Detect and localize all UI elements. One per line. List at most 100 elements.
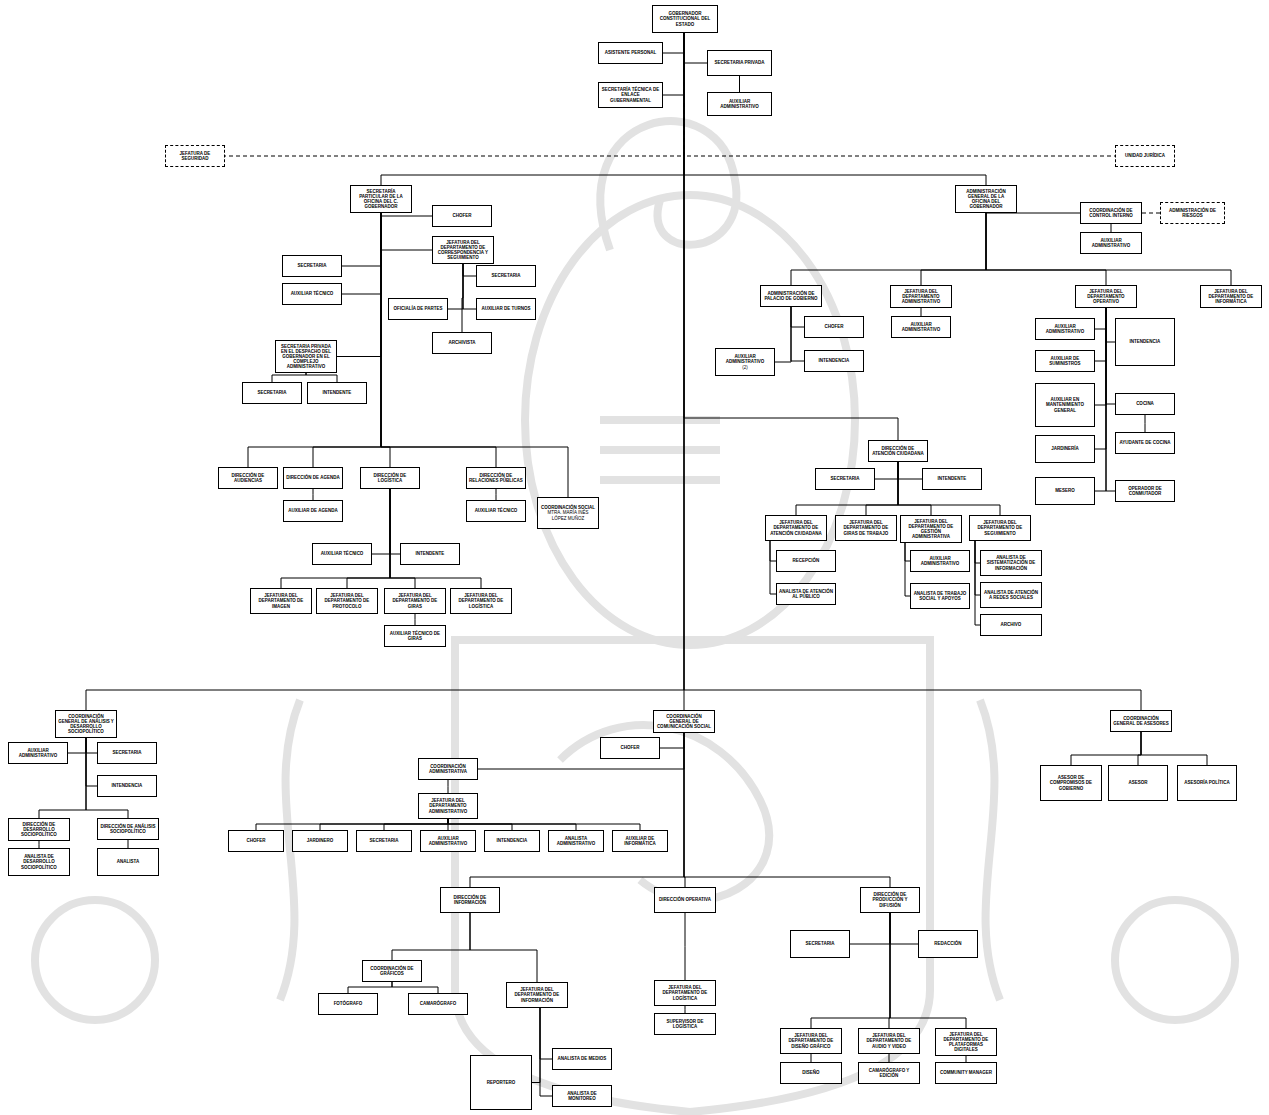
connector xyxy=(1071,732,1141,765)
box-label: GOBERNADOR CONSTITUCIONAL DEL ESTADO xyxy=(655,11,715,27)
connector xyxy=(470,913,537,982)
box-label: COORDINACIÓN DE CONTROL INTERNO xyxy=(1083,208,1139,218)
org-box: CAMARÓGRAFO Y EDICIÓN xyxy=(858,1062,920,1084)
connector xyxy=(532,1008,540,1083)
org-box: JEFATURA DEL DEPARTAMENTO DE CORRESPONDE… xyxy=(432,236,494,264)
org-box: AUXILIAR ADMINISTRATIVO xyxy=(1035,318,1095,340)
org-box: AUXILIAR ADMINISTRATIVO xyxy=(1080,232,1142,254)
org-box: ADMINISTRACIÓN GENERAL DE LA OFICINA DEL… xyxy=(955,185,1017,213)
box-label: DIRECCIÓN DE RELACIONES PÚBLICAS xyxy=(469,473,523,483)
connector xyxy=(347,489,390,588)
box-label: SECRETARIA xyxy=(258,390,287,395)
org-box: SECRETARIA xyxy=(242,382,302,404)
org-box: INTENDENTE xyxy=(307,382,367,404)
connector xyxy=(1095,308,1106,449)
box-label: AUXILIAR DE TURNOS xyxy=(481,306,530,311)
org-box: AUXILIAR TÉCNICO xyxy=(466,500,526,522)
connector xyxy=(348,982,392,993)
org-box: COCINA xyxy=(1115,393,1175,415)
connector xyxy=(850,913,890,944)
connector xyxy=(540,1008,552,1059)
connector xyxy=(1095,308,1106,405)
org-box: JEFATURA DEL DEPARTAMENTO DE GIRAS DE TR… xyxy=(835,515,897,541)
box-label: ANALISTA DE ATENCIÓN A REDES SOCIALES xyxy=(983,590,1039,600)
org-box: SUPERVISOR DE LOGÍSTICA xyxy=(654,1013,716,1035)
connector xyxy=(921,308,922,316)
org-box: JEFATURA DEL DEPARTAMENTO DE LOGÍSTICA xyxy=(654,980,716,1006)
org-box: AUXILIAR TÉCNICO xyxy=(312,543,372,565)
org-box: COORDINACIÓN GENERAL DE ANÁLISIS Y DESAR… xyxy=(55,710,117,738)
org-box: SECRETARIA xyxy=(815,468,875,490)
connector xyxy=(685,1006,686,1013)
connector xyxy=(272,373,306,382)
org-box: ASESORÍA POLÍTICA xyxy=(1177,765,1237,801)
org-box: ANALISTA DE ATENCIÓN A REDES SOCIALES xyxy=(980,582,1042,608)
org-box: COORDINACIÓN GENERAL DE COMUNICACIÓN SOC… xyxy=(653,710,715,733)
box-note: (2) xyxy=(742,365,748,370)
org-box: UNIDAD JURÍDICA xyxy=(1115,145,1175,167)
org-box: JEFATURA DE SEGURIDAD xyxy=(165,145,225,167)
org-box: INTENDENCIA xyxy=(804,350,864,372)
org-box: JEFATURA DEL DEPARTAMENTO DE GESTIÓN ADM… xyxy=(900,515,962,543)
org-box: ASISTENTE PERSONAL xyxy=(598,42,663,64)
org-box: DIRECCIÓN DE RELACIONES PÚBLICAS xyxy=(466,467,526,489)
box-label: OPERADOR DE CONMUTADOR xyxy=(1118,486,1172,496)
connector xyxy=(1095,308,1106,491)
org-box: JEFATURA DEL DEPARTAMENTO DE INFORMACIÓN xyxy=(506,982,568,1008)
org-box: COMMUNITY MANAGER xyxy=(935,1062,997,1084)
box-label: DIRECCIÓN DE AGENDA xyxy=(286,475,339,480)
box-label: AUXILIAR ADMINISTRATIVO xyxy=(1038,324,1092,334)
box-label: DIRECCIÓN DE LOGÍSTICA xyxy=(363,473,417,483)
org-box: JEFATURA DEL DEPARTAMENTO DE IMAGEN xyxy=(250,588,312,614)
org-box: JEFATURA DEL DEPARTAMENTO DE SEGUIMIENTO xyxy=(969,515,1031,541)
org-box: AUXILIAR TÉCNICO DE GIRAS xyxy=(384,625,446,647)
connector xyxy=(1106,308,1115,491)
org-box: JEFATURA DEL DEPARTAMENTO OPERATIVO xyxy=(1075,285,1137,308)
box-label: ANALISTA DE TRABAJO SOCIAL Y APOYOS xyxy=(913,591,967,601)
connector xyxy=(684,33,707,63)
org-box: INTENDENCIA xyxy=(97,775,157,797)
org-box: SECRETARIA PRIVADA xyxy=(707,50,772,76)
box-label: DIRECCIÓN DE AUDIENCIAS xyxy=(221,473,275,483)
connector xyxy=(898,462,922,479)
org-box: JEFATURA DEL DEPARTAMENTO DE PLATAFORMAS… xyxy=(935,1028,997,1056)
box-label: AUXILIAR ADMINISTRATIVO xyxy=(1083,238,1139,248)
org-box: COORDINACIÓN DE GRÁFICOS xyxy=(362,960,422,982)
org-box: JEFATURA DEL DEPARTAMENTO DE DISEÑO GRÁF… xyxy=(780,1028,842,1054)
org-box: MESERO xyxy=(1035,477,1095,505)
org-box: ANALISTA DE MEDIOS xyxy=(552,1048,612,1070)
box-label: COCINA xyxy=(1136,401,1154,406)
box-label: INTENDENTE xyxy=(416,551,445,556)
connector xyxy=(663,33,684,53)
box-label: AUXILIAR DE AGENDA xyxy=(288,508,337,513)
org-box: INTENDENCIA xyxy=(1115,318,1175,366)
box-label: INTENDENCIA xyxy=(1130,339,1161,344)
box-label: REDACCIÓN xyxy=(934,941,961,946)
connector xyxy=(496,489,497,500)
box-label: JARDINERO xyxy=(307,838,334,843)
connector xyxy=(128,840,129,848)
box-label: INTENDENCIA xyxy=(819,358,850,363)
org-box: SECRETARIA PRIVADA EN EL DESPACHO DEL GO… xyxy=(275,340,337,373)
connector xyxy=(1095,308,1106,361)
box-label: ASESOR xyxy=(1128,780,1147,785)
box-label: SECRETARIA xyxy=(492,273,521,278)
connector xyxy=(381,213,390,467)
box-label: REPORTERO xyxy=(487,1080,516,1085)
org-box: REDACCIÓN xyxy=(918,930,978,958)
connector xyxy=(660,733,684,748)
connector xyxy=(889,1054,890,1062)
box-label: ASESOR DE COMPROMISOS DE GOBIERNO xyxy=(1043,775,1099,791)
org-box: DIRECCIÓN DE DESARROLLO SOCIOPOLÍTICO xyxy=(8,818,70,841)
org-box: SECRETARIA xyxy=(356,830,412,852)
connector xyxy=(415,614,416,625)
org-box: AYUDANTE DE COCINA xyxy=(1115,432,1175,454)
dashed-connector xyxy=(684,33,1115,156)
box-label: SECRETARIA xyxy=(806,941,835,946)
box-label: AUXILIAR ADMINISTRATIVO xyxy=(11,748,65,758)
connector xyxy=(470,733,684,887)
connector xyxy=(384,819,448,830)
box-label: FOTÓGRAFO xyxy=(334,1001,363,1006)
box-label: COORDINACIÓN DE GRÁFICOS xyxy=(365,966,419,976)
